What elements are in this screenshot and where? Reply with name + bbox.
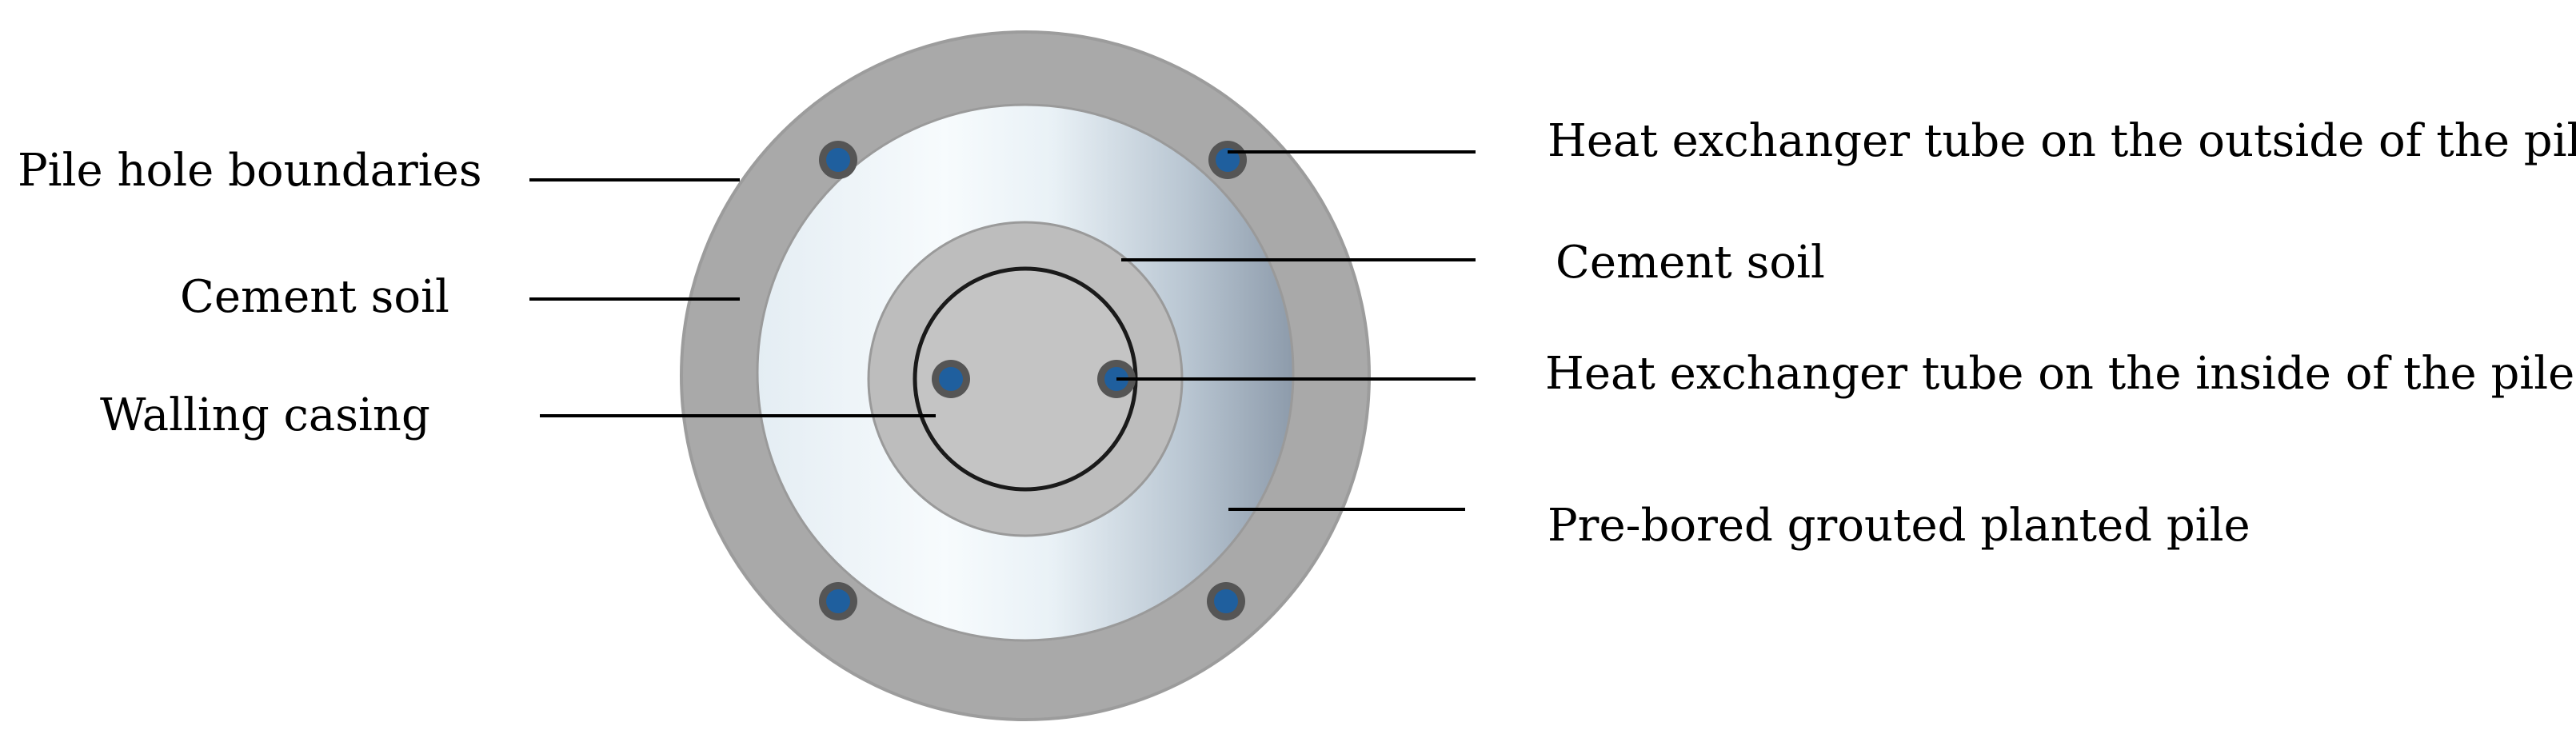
label-heat-tube-inside: Heat exchanger tube on the inside of the… — [1545, 348, 2574, 400]
outside-tube-bottom-left — [819, 582, 857, 620]
label-pre-bored-pile: Pre-bored grouted planted pile — [1548, 500, 2251, 552]
label-cement-soil-inner: Cement soil — [1556, 237, 1825, 289]
label-heat-tube-outside: Heat exchanger tube on the outside of th… — [1548, 115, 2576, 167]
outside-tube-bottom-right — [1207, 582, 1245, 620]
inside-tube-left — [932, 360, 970, 398]
outside-tube-top-right — [1208, 141, 1247, 179]
label-pile-hole-boundaries: Pile hole boundaries — [18, 145, 482, 197]
outside-tube-top-left — [819, 141, 857, 179]
label-walling-casing: Walling casing — [100, 389, 430, 441]
label-cement-soil-outer: Cement soil — [180, 271, 449, 323]
